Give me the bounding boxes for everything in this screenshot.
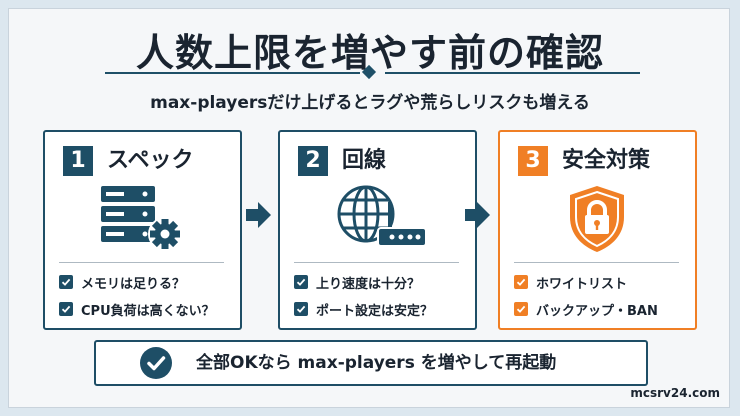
checklist: ホワイトリスト バックアップ・BAN <box>514 272 658 326</box>
server-gear-icon <box>101 186 182 251</box>
summary-text: 全部OKなら max-players を増やして再起動 <box>196 353 557 373</box>
card-title: スペック <box>107 148 194 173</box>
checkbox-icon <box>514 302 528 316</box>
title-divider-left <box>105 72 360 74</box>
checklist: メモリは足りる？ CPU負荷は高くない？ <box>59 272 215 326</box>
summary-box: 全部OKなら max-players を増やして再起動 <box>94 340 648 386</box>
subtitle: max-playersだけ上げるとラグや荒らしリスクも増える <box>150 93 590 113</box>
checkbox-icon <box>59 275 73 289</box>
checklist-item-label: バックアップ・BAN <box>536 303 658 319</box>
checklist-item: ホワイトリスト <box>514 272 658 292</box>
checklist-item-label: ポート設定は安定？ <box>316 303 434 319</box>
card-security: 3 安全対策 ホワイトリスト バックアップ・BAN <box>498 130 697 330</box>
title-divider-right <box>385 72 640 74</box>
card-title: 安全対策 <box>562 148 651 173</box>
arrow-right-icon <box>465 202 490 228</box>
checklist-item-label: メモリは足りる？ <box>81 276 186 292</box>
checklist: 上り速度は十分？ ポート設定は安定？ <box>294 272 433 326</box>
checklist-item-label: 上り速度は十分？ <box>316 276 421 292</box>
card-spec: 1 スペック メモリは足りる？ <box>43 130 242 330</box>
checklist-item: ポート設定は安定？ <box>294 299 433 319</box>
card-number: 3 <box>518 146 548 176</box>
checklist-item: 上り速度は十分？ <box>294 272 433 292</box>
arrow-right-icon <box>246 202 271 228</box>
site-url: mcsrv24.com <box>630 386 720 400</box>
card-number: 2 <box>298 146 328 176</box>
card-network: 2 回線 上り速度は十分？ ポート設定は安定？ <box>278 130 477 330</box>
check-circle-icon <box>140 347 172 379</box>
checkbox-icon <box>294 302 308 316</box>
checklist-item-label: ホワイトリスト <box>536 276 628 292</box>
card-divider <box>294 262 459 263</box>
checkbox-icon <box>59 302 73 316</box>
globe-router-icon <box>337 185 427 247</box>
checklist-item: メモリは足りる？ <box>59 272 215 292</box>
card-number: 1 <box>63 146 93 176</box>
card-divider <box>59 262 224 263</box>
card-divider <box>514 262 679 263</box>
checklist-item: バックアップ・BAN <box>514 299 658 319</box>
checkbox-icon <box>514 275 528 289</box>
checkbox-icon <box>294 275 308 289</box>
card-title: 回線 <box>342 148 387 173</box>
checklist-item-label: CPU負荷は高くない？ <box>81 303 215 319</box>
checklist-item: CPU負荷は高くない？ <box>59 299 215 319</box>
shield-lock-icon <box>570 186 624 252</box>
